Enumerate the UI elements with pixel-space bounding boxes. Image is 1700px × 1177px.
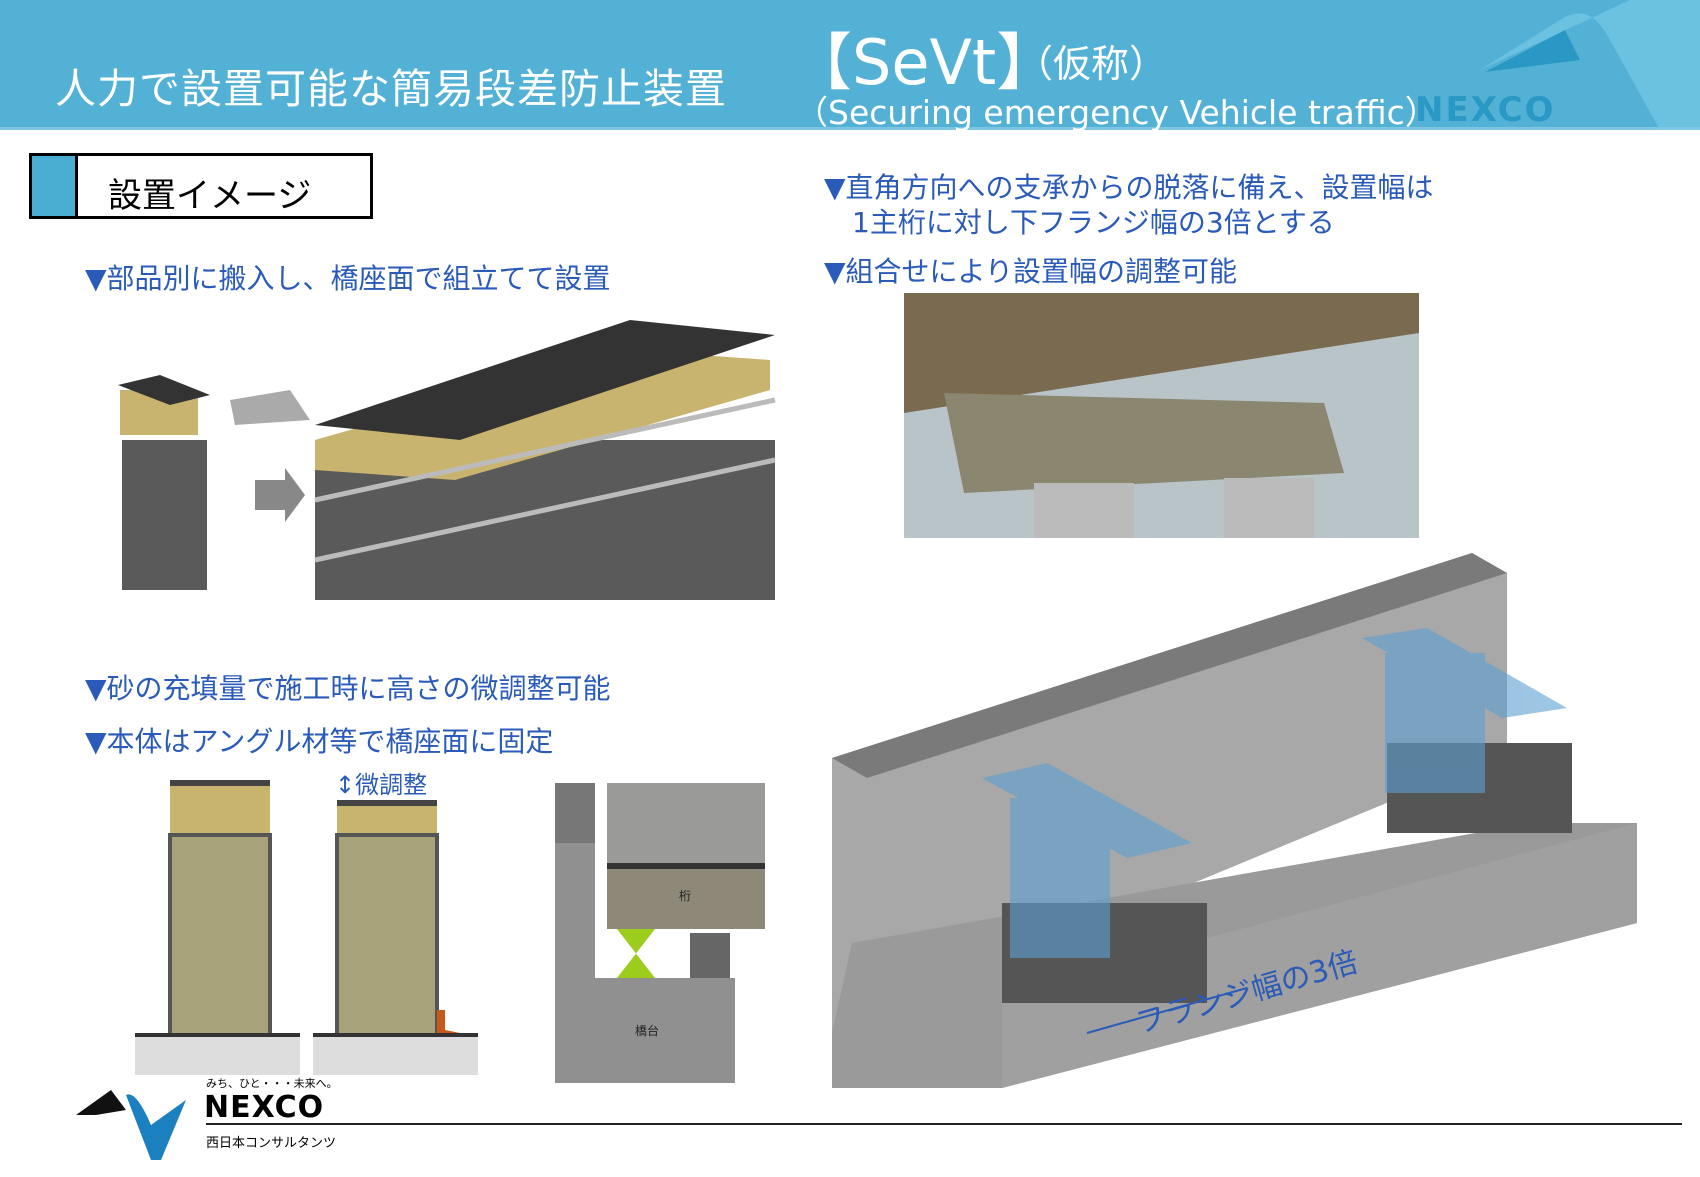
- section-title: 設置イメージ: [108, 176, 312, 216]
- bullet: 1主桁に対し下フランジ幅の3倍とする: [852, 206, 1335, 239]
- slogan: みち、ひと・・・未来へ。: [206, 1077, 338, 1090]
- adjust-text: 微調整: [355, 771, 428, 799]
- header-banner: 人力で設置可能な簡易段差防止装置 【SeVt】 （仮称） （Securing e…: [0, 0, 1700, 132]
- page-title: 人力で設置可能な簡易段差防止装置: [55, 65, 727, 113]
- section-title-box: 設置イメージ: [29, 153, 373, 219]
- product-english: （Securing emergency Vehicle traffic）: [795, 93, 1438, 132]
- adjust-label: ↕微調整: [335, 771, 428, 799]
- bullet: ▼砂の充填量で施工時に高さの微調整可能: [85, 672, 611, 705]
- girder-label: 桁: [679, 889, 692, 903]
- bullet: ▼直角方向への支承からの脱落に備え、設置幅は: [824, 171, 1434, 204]
- arrow-right-icon: [255, 468, 305, 522]
- company-name: 西日本コンサルタンツ: [206, 1136, 337, 1151]
- abutment-label: 橋台: [635, 1024, 660, 1038]
- product-note: （仮称）: [1015, 42, 1168, 86]
- 3d-installation-view: [832, 553, 1637, 1088]
- abutment-section: [555, 783, 765, 1083]
- footer-brand: NEXCO: [204, 1090, 325, 1125]
- product-name: 【SeVt】: [790, 26, 1059, 99]
- assembly-illustration: [118, 320, 776, 600]
- bullet: ▼本体はアングル材等で橋座面に固定: [85, 725, 554, 758]
- nexco-swoosh-icon: [1480, 0, 1700, 130]
- bullet: ▼部品別に搬入し、橋座面で組立てて設置: [85, 262, 611, 295]
- footer-divider: [206, 1123, 1682, 1125]
- sand-adjust-section: [135, 780, 478, 1075]
- nexco-logo-icon: [76, 1090, 186, 1160]
- bullet: ▼組合せにより設置幅の調整可能: [824, 255, 1237, 288]
- bridge-photo: [904, 293, 1419, 538]
- header-logo: NEXCO: [1415, 90, 1556, 130]
